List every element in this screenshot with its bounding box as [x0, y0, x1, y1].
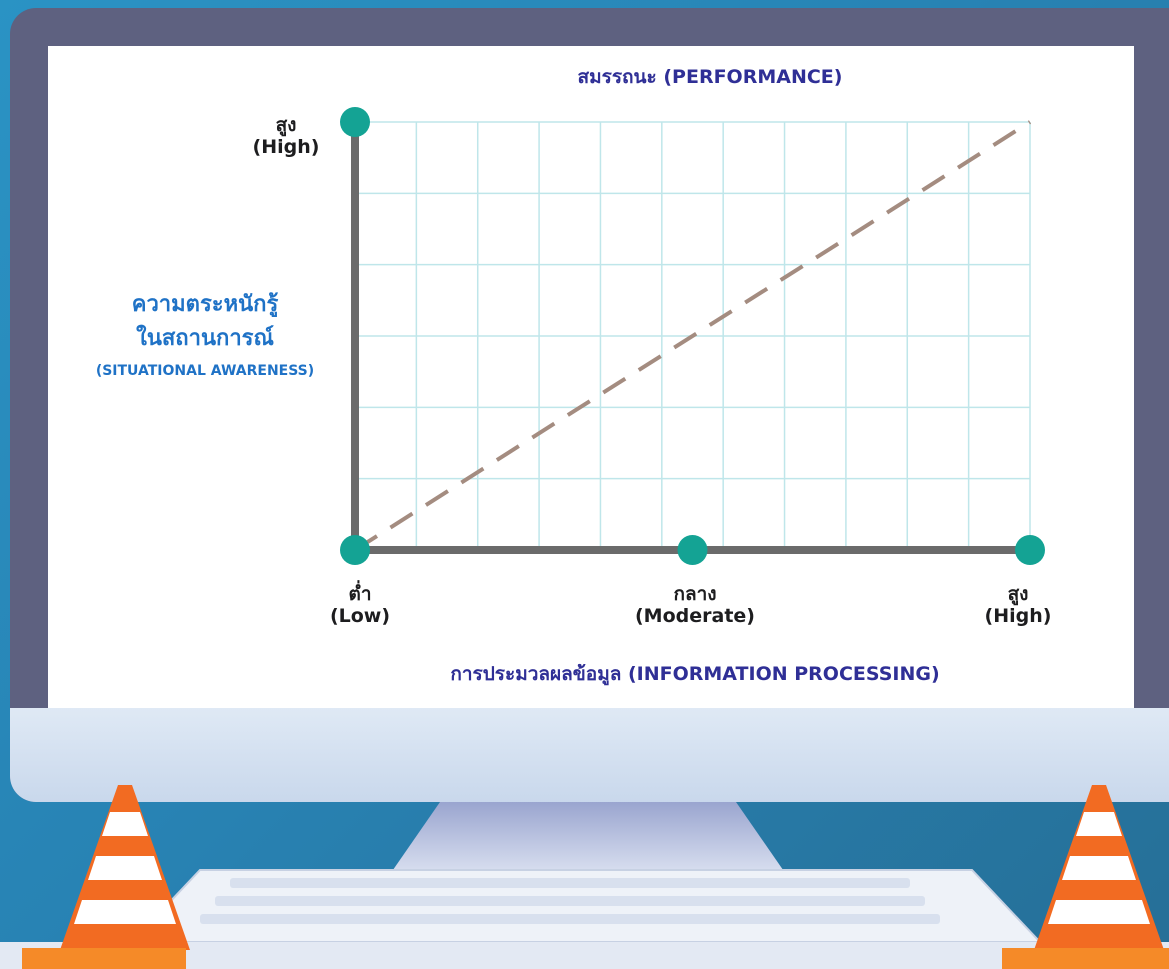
- x-tick-low: ต่ำ (Low): [310, 583, 410, 627]
- data-point: [1015, 535, 1045, 565]
- y-tick-high-en: (High): [252, 136, 320, 158]
- monitor-screen: [48, 46, 1134, 708]
- x-tick-moderate-th: กลาง: [673, 583, 717, 605]
- y-tick-high: สูง (High): [245, 114, 327, 158]
- y-axis-label: ความตระหนักรู้ ในสถานการณ์ (SITUATIONAL …: [60, 288, 350, 386]
- y-axis-label-line2: ในสถานการณ์: [136, 326, 274, 351]
- monitor-chin: [10, 708, 1169, 802]
- data-point: [340, 535, 370, 565]
- y-tick-high-th: สูง: [275, 114, 297, 136]
- data-point: [677, 535, 708, 565]
- x-tick-moderate: กลาง (Moderate): [620, 583, 770, 627]
- series-line: [353, 120, 1032, 552]
- x-tick-moderate-en: (Moderate): [635, 605, 755, 627]
- y-axis-label-en: (SITUATIONAL AWARENESS): [95, 363, 315, 379]
- x-tick-high-en: (High): [984, 605, 1052, 627]
- x-axis-label: การประมวลผลข้อมูล (INFORMATION PROCESSIN…: [450, 663, 940, 685]
- data-point: [340, 107, 370, 137]
- y-axis-label-line1: ความตระหนักรู้: [131, 292, 279, 317]
- x-tick-low-en: (Low): [329, 605, 391, 627]
- x-tick-high: สูง (High): [968, 583, 1068, 627]
- chart-title: สมรรถนะ (PERFORMANCE): [577, 66, 843, 88]
- x-tick-high-th: สูง: [1007, 583, 1029, 605]
- x-tick-low-th: ต่ำ: [348, 583, 372, 605]
